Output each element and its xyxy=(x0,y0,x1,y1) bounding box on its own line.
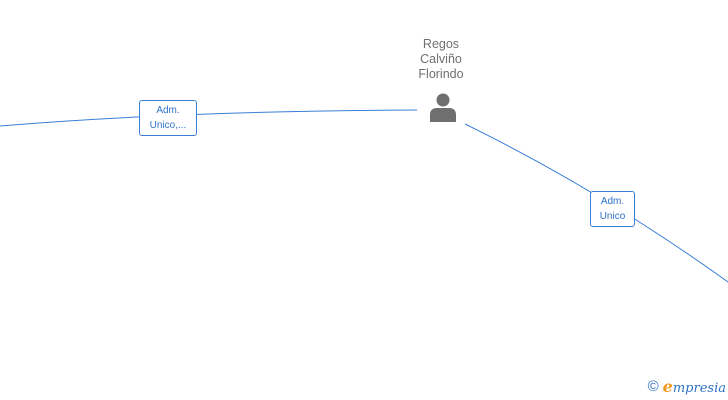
copyright-icon: © xyxy=(647,377,659,395)
person-name-line-2: Calviño xyxy=(420,52,462,66)
role-line-2: Unico,... xyxy=(149,120,187,131)
footer-brand: © empresia xyxy=(648,376,726,396)
role-line-1: Adm. xyxy=(156,105,180,116)
person-name-line-3: Florindo xyxy=(418,67,464,81)
role-line-2: Unico xyxy=(599,211,626,222)
role-line-1: Adm. xyxy=(600,196,625,207)
brand-rest: mpresia xyxy=(672,380,726,396)
edge-left xyxy=(0,109,418,127)
brand-logo[interactable]: empresia xyxy=(663,377,726,396)
person-icon[interactable] xyxy=(428,92,458,122)
person-name-line-1: Regos xyxy=(422,37,460,51)
role-node-adm-unico-2[interactable]: Adm. Unico xyxy=(590,191,635,227)
brand-initial: e xyxy=(662,376,673,396)
person-name[interactable]: Regos Calviño Florindo xyxy=(391,37,491,82)
role-node-adm-unico-1[interactable]: Adm. Unico,... xyxy=(139,100,197,136)
